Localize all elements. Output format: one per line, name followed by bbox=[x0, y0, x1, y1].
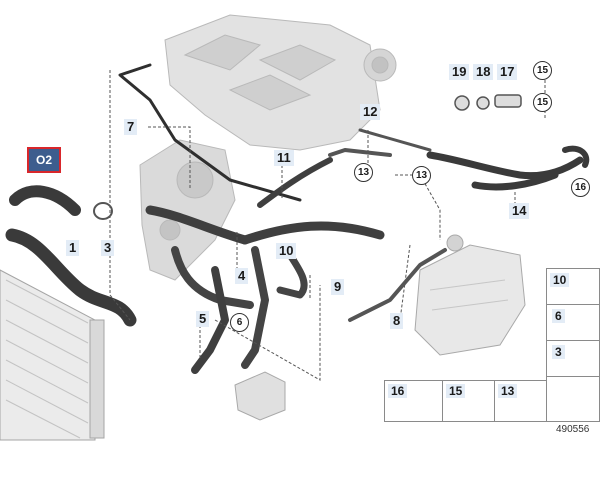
hoses bbox=[5, 63, 590, 374]
callout-17[interactable]: 17 bbox=[497, 64, 518, 80]
callout-5[interactable]: 5 bbox=[196, 311, 210, 327]
callout-15-mid[interactable]: 15 bbox=[533, 93, 552, 112]
callout-14[interactable]: 14 bbox=[509, 203, 530, 219]
callout-15-top[interactable]: 15 bbox=[533, 61, 552, 80]
selected-part-badge[interactable]: O2 bbox=[27, 147, 61, 173]
callout-13-left[interactable]: 13 bbox=[354, 163, 373, 182]
callout-6[interactable]: 6 bbox=[230, 313, 249, 332]
clamp-part-3 bbox=[93, 202, 113, 220]
callout-3[interactable]: 3 bbox=[101, 240, 115, 256]
callout-8[interactable]: 8 bbox=[390, 313, 404, 329]
legend-label-15[interactable]: 15 bbox=[446, 384, 466, 398]
engine-thermostat-housing bbox=[139, 139, 236, 281]
leader-lines bbox=[109, 70, 546, 381]
callout-12[interactable]: 12 bbox=[360, 104, 381, 120]
callout-18[interactable]: 18 bbox=[473, 64, 494, 80]
legend-box-mount bbox=[546, 376, 600, 422]
legend-label-6[interactable]: 6 bbox=[552, 309, 565, 323]
callout-16[interactable]: 16 bbox=[571, 178, 590, 197]
callout-4[interactable]: 4 bbox=[235, 268, 249, 284]
legend-label-16[interactable]: 16 bbox=[388, 384, 408, 398]
callout-11[interactable]: 11 bbox=[274, 150, 294, 166]
callout-13-right[interactable]: 13 bbox=[412, 166, 431, 185]
diagram-number: 490556 bbox=[556, 424, 590, 435]
auxiliary-pump bbox=[234, 371, 286, 421]
legend-label-3[interactable]: 3 bbox=[552, 345, 565, 359]
callout-19[interactable]: 19 bbox=[449, 64, 470, 80]
callout-10[interactable]: 10 bbox=[276, 243, 297, 259]
radiator bbox=[0, 269, 105, 441]
fittings-top-right bbox=[454, 94, 522, 111]
callout-9[interactable]: 9 bbox=[331, 279, 345, 295]
legend-label-10[interactable]: 10 bbox=[550, 273, 570, 287]
callout-1[interactable]: 1 bbox=[66, 240, 80, 256]
expansion-tank bbox=[414, 234, 526, 356]
callout-7[interactable]: 7 bbox=[124, 119, 138, 135]
legend-label-13[interactable]: 13 bbox=[498, 384, 518, 398]
engine-cylinder-head bbox=[164, 14, 397, 151]
